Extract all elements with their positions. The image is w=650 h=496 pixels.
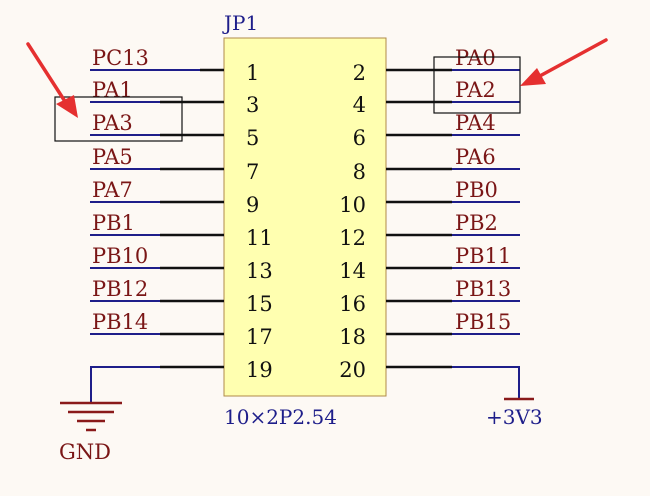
net-label-left: PA3 xyxy=(92,111,133,135)
gnd-label: GND xyxy=(59,440,111,464)
highlight-box-pa3 xyxy=(54,96,183,142)
vcc-symbol xyxy=(452,366,534,401)
net-label-left: PA1 xyxy=(92,78,133,102)
arrow-shaft xyxy=(536,38,608,79)
right-net-lines xyxy=(452,69,520,335)
arrow-head-icon xyxy=(56,95,78,118)
pin-number: 19 xyxy=(246,358,273,382)
pin-number: 9 xyxy=(246,193,259,217)
pin-number: 10 xyxy=(339,193,366,217)
net-label-left: PB12 xyxy=(92,277,148,301)
connector-body xyxy=(223,37,387,397)
left-pin-numbers: 1 3 5 7 9 11 13 15 17 19 xyxy=(246,61,273,382)
right-net-labels: PA0 PA2 PA4 PA6 PB0 PB2 PB11 PB13 PB15 xyxy=(455,46,511,334)
net-label-right: PB0 xyxy=(455,178,498,202)
net-label-left: PA7 xyxy=(92,178,133,202)
arrow-head-icon xyxy=(520,68,546,86)
pin-number: 2 xyxy=(353,61,366,85)
pin-number: 12 xyxy=(339,226,366,250)
net-label-left: PB1 xyxy=(92,211,135,235)
pin-number: 6 xyxy=(353,126,366,150)
net-label-right: PB15 xyxy=(455,310,511,334)
left-net-lines xyxy=(90,69,200,335)
left-pin-wires xyxy=(160,68,224,369)
highlight-box-pa2 xyxy=(433,56,521,114)
net-label-right: PA6 xyxy=(455,145,496,169)
component-footprint: 10×2P2.54 xyxy=(224,405,337,429)
right-pin-numbers: 2 4 6 8 10 12 14 16 18 20 xyxy=(339,61,366,382)
pin-number: 18 xyxy=(339,325,366,349)
pin-number: 8 xyxy=(353,160,366,184)
pin-number: 11 xyxy=(246,226,273,250)
net-label-left: PC13 xyxy=(92,46,149,70)
net-label-right: PA4 xyxy=(455,111,496,135)
net-label-right: PA0 xyxy=(455,46,496,70)
vcc-label: +3V3 xyxy=(486,405,543,429)
pin-number: 13 xyxy=(246,259,273,283)
pin-number: 5 xyxy=(246,126,259,150)
arrow-shaft xyxy=(26,42,68,105)
pin-number: 14 xyxy=(339,259,366,283)
pin-number: 16 xyxy=(339,292,366,316)
component-designator: JP1 xyxy=(222,11,258,35)
net-label-left: PA5 xyxy=(92,145,133,169)
net-label-left: PB10 xyxy=(92,244,148,268)
pin-number: 7 xyxy=(246,160,259,184)
gnd-symbol xyxy=(60,366,160,432)
net-label-right: PB13 xyxy=(455,277,511,301)
pin-number: 20 xyxy=(339,358,366,382)
net-label-right: PB2 xyxy=(455,211,498,235)
net-label-right: PB11 xyxy=(455,244,511,268)
annotation-arrow-right xyxy=(520,38,608,86)
net-label-left: PB14 xyxy=(92,310,148,334)
pin-number: 3 xyxy=(246,93,259,117)
net-label-right: PA2 xyxy=(455,78,496,102)
annotation-arrow-left xyxy=(26,42,78,118)
left-net-labels: PC13 PA1 PA3 PA5 PA7 PB1 PB10 PB12 PB14 xyxy=(92,46,149,334)
pin-number: 1 xyxy=(246,61,259,85)
pin-number: 4 xyxy=(353,93,366,117)
right-pin-wires xyxy=(386,68,452,369)
pin-number: 15 xyxy=(246,292,273,316)
pin-number: 17 xyxy=(246,325,273,349)
